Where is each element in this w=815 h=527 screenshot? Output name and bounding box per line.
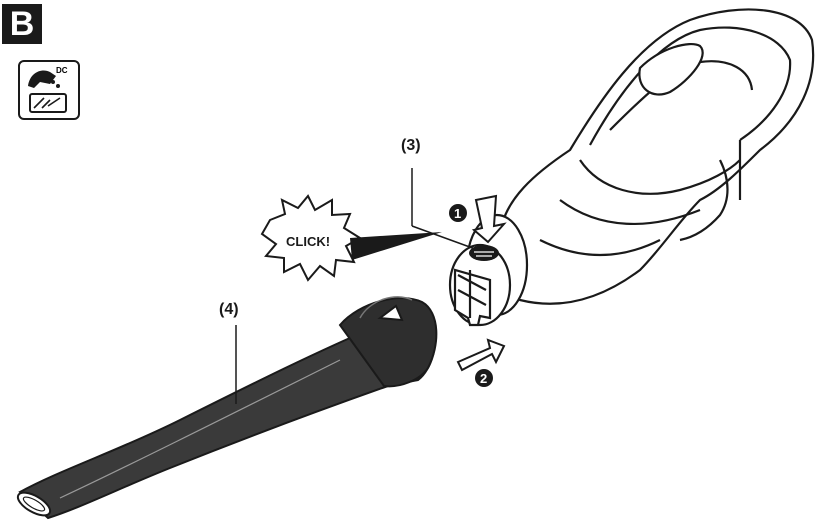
dc-label: DC xyxy=(56,66,68,75)
battery-tool-icon xyxy=(28,70,67,113)
dc-tool-icon-box: DC xyxy=(18,60,80,120)
click-starburst: CLICK! xyxy=(260,194,442,282)
blower-body xyxy=(498,8,815,305)
callout-3-label: (3) xyxy=(401,137,421,154)
step-2-badge xyxy=(475,369,493,387)
section-letter: B xyxy=(2,4,42,44)
press-down-arrow: 1 xyxy=(449,194,507,244)
push-arrow: 2 xyxy=(456,338,506,387)
manual-book-icon xyxy=(29,93,67,113)
step-1-number: 1 xyxy=(454,206,461,221)
click-text: CLICK! xyxy=(286,234,330,249)
callout-4-label: (4) xyxy=(219,301,239,318)
long-nozzle xyxy=(16,296,438,520)
body-nozzle-ring xyxy=(448,213,529,327)
step-1-badge xyxy=(449,204,467,222)
step-2-number: 2 xyxy=(480,371,487,386)
click-pointer xyxy=(350,232,442,260)
release-button xyxy=(469,245,499,261)
